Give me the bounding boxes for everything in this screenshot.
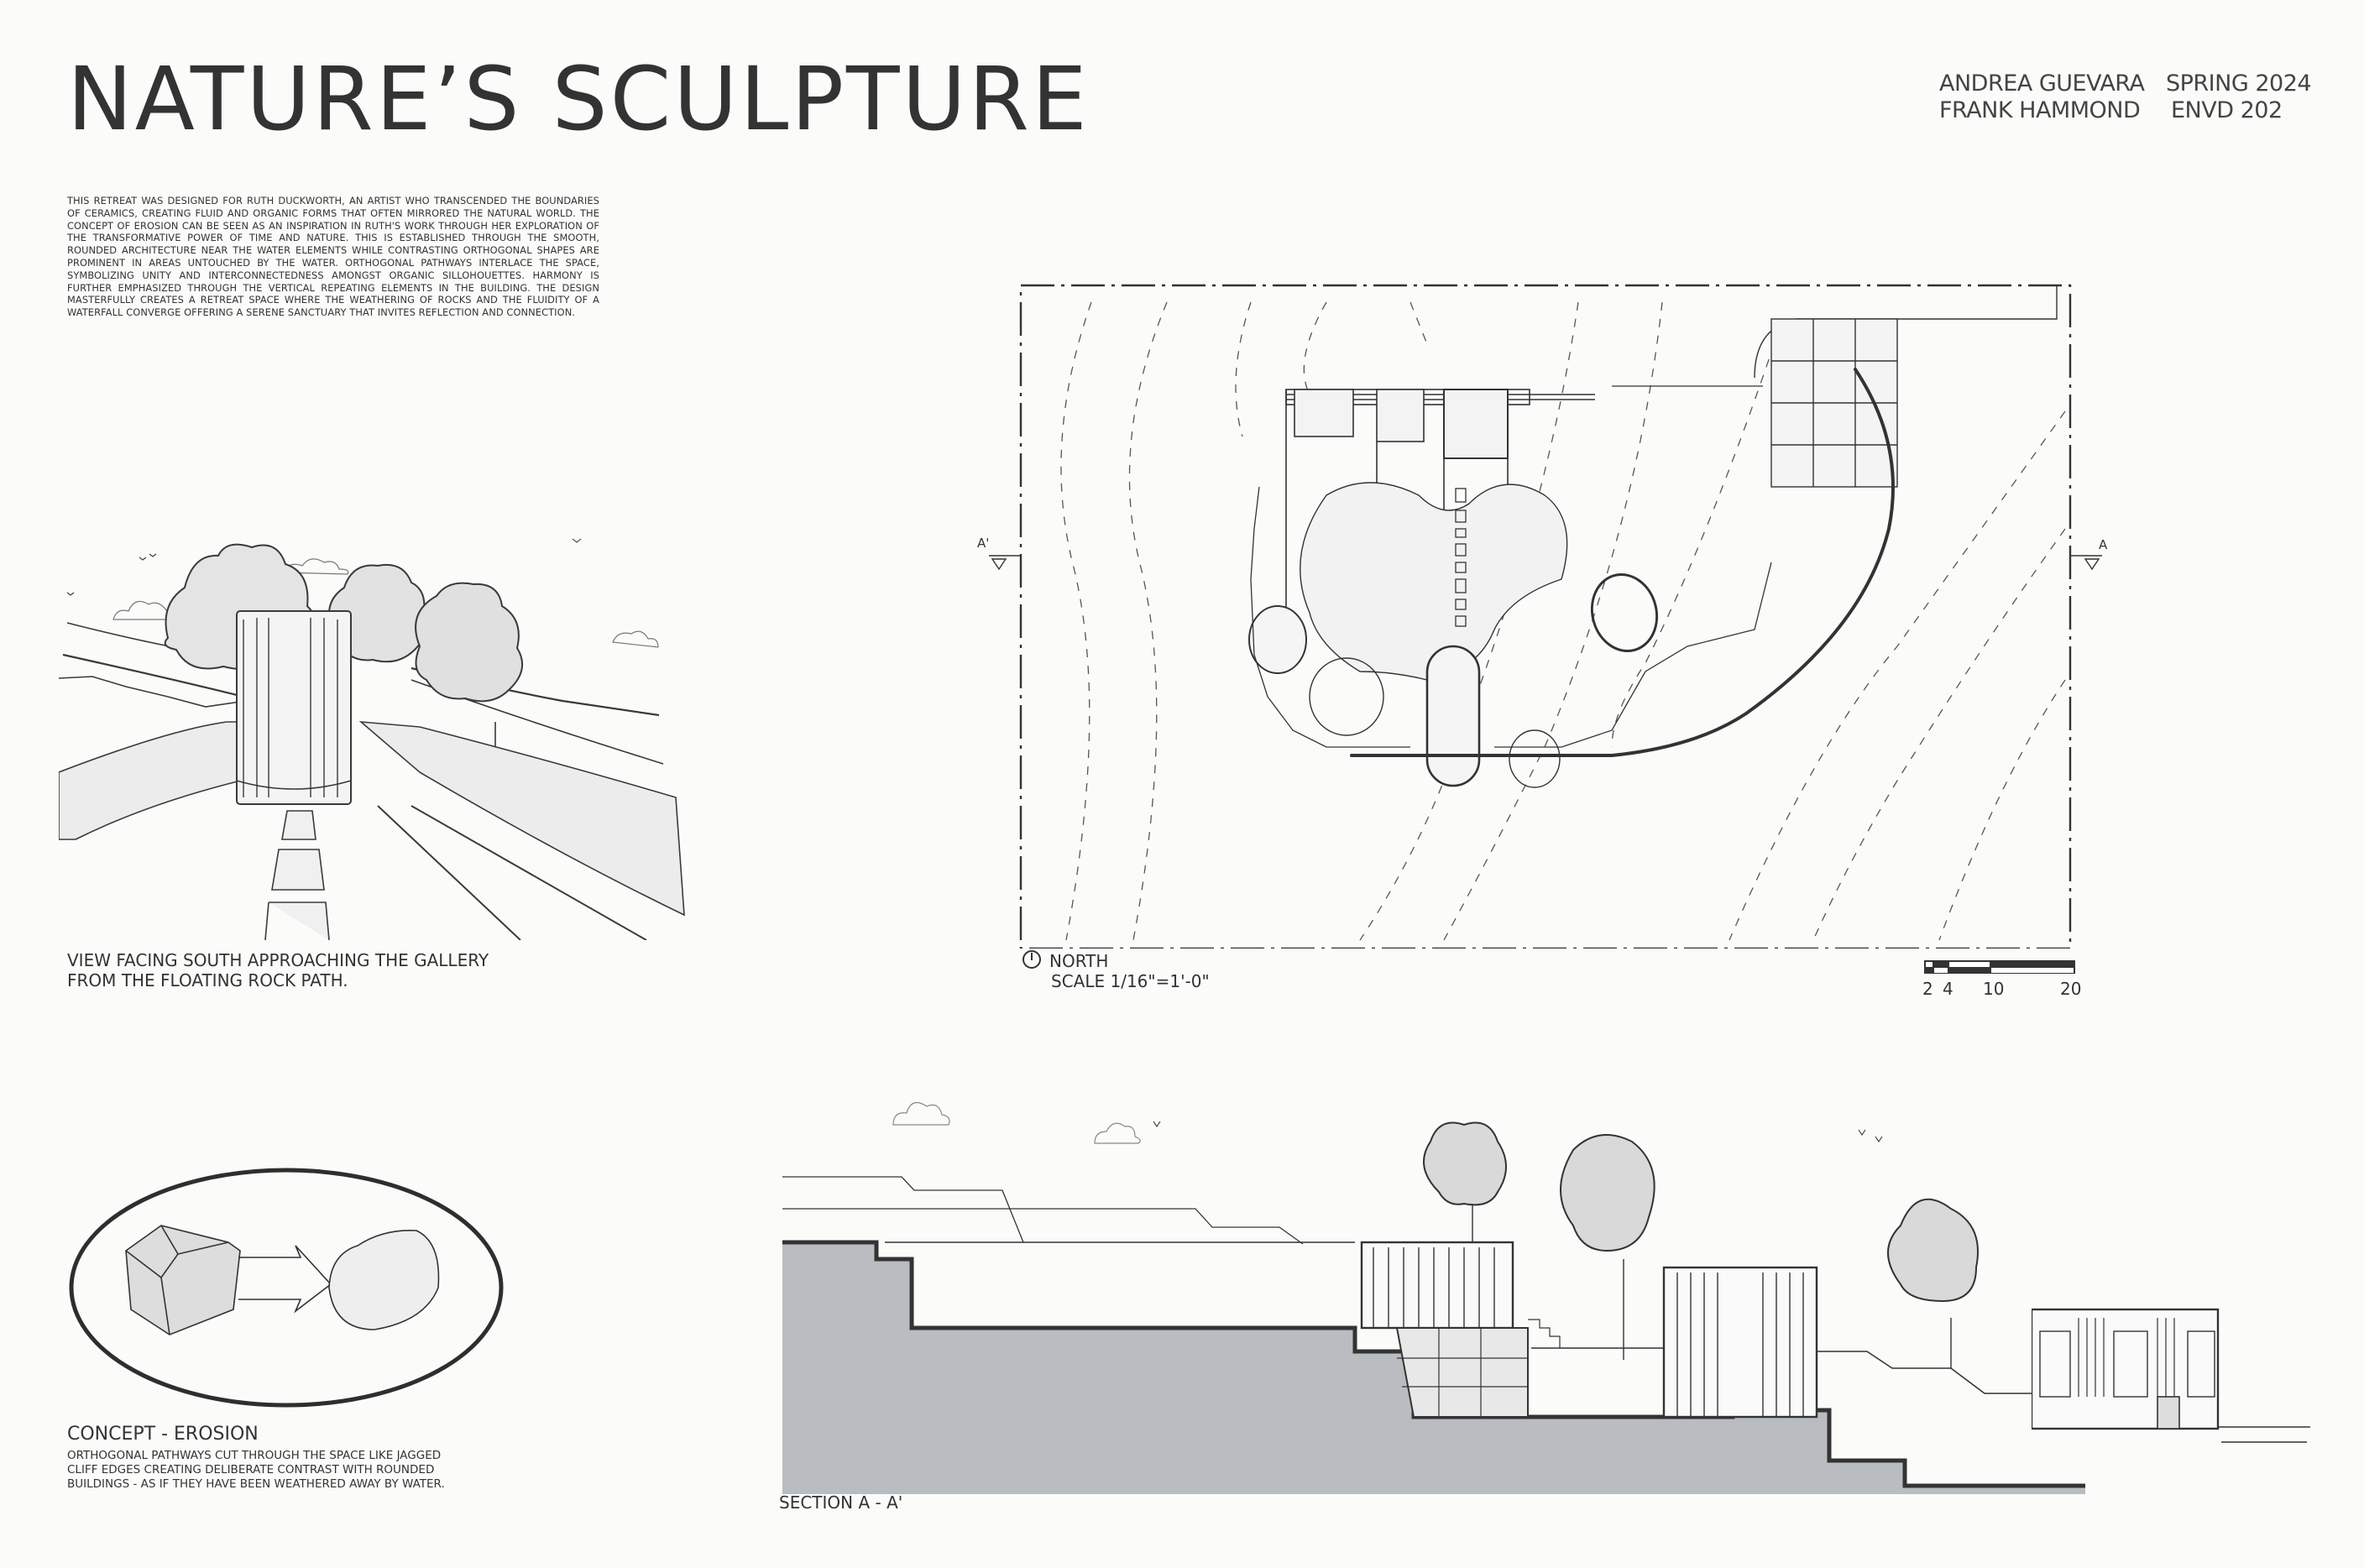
site-plan-title: NORTH (1049, 951, 1109, 971)
north-arrow-icon (1022, 950, 1041, 969)
site-plan-scale: SCALE 1/16"=1'-0" (1051, 971, 1210, 991)
scale-bar-labels: 2 4 10 20 (1922, 979, 2090, 999)
author-1: ANDREA GUEVARA (1939, 71, 2145, 97)
concept-body: ORTHOGONAL PATHWAYS CUT THROUGH THE SPAC… (67, 1449, 445, 1491)
section-marker-right: A (2099, 537, 2108, 552)
site-plan-drawing (989, 284, 2102, 949)
scale-label-2: 2 (1922, 979, 1933, 999)
scale-bar (1924, 960, 2075, 974)
perspective-caption-line-1: VIEW FACING SOUTH APPROACHING THE GALLER… (67, 950, 489, 970)
section-drawing (782, 1101, 2085, 1494)
concept-title: CONCEPT - EROSION (67, 1424, 259, 1445)
poster-title: NATURE’S SCULPTURE (67, 48, 1090, 150)
author-2: FRANK HAMMOND (1939, 97, 2141, 123)
concept-diagram (69, 1168, 504, 1408)
section-pavilion-3 (2032, 1308, 2310, 1443)
project-description: This retreat was designed for Ruth Duckw… (67, 195, 599, 319)
credits-block: ANDREA GUEVARA SPRING 2024 FRANK HAMMOND… (1939, 71, 2312, 124)
scale-label-4: 4 (1943, 979, 1953, 999)
term-label: SPRING 2024 (2166, 71, 2312, 97)
section-marker-left: A' (977, 536, 990, 551)
scale-label-10: 10 (1983, 979, 2005, 999)
course-label: ENVD 202 (2171, 97, 2283, 123)
site-plan-caption: NORTH SCALE 1/16"=1'-0" (1022, 950, 1210, 991)
section-caption: SECTION A - A' (779, 1492, 903, 1513)
perspective-sketch (59, 538, 685, 940)
scale-label-20: 20 (2060, 979, 2082, 999)
perspective-caption-line-2: FROM THE FLOATING ROCK PATH. (67, 970, 348, 990)
perspective-caption: VIEW FACING SOUTH APPROACHING THE GALLER… (67, 950, 489, 990)
